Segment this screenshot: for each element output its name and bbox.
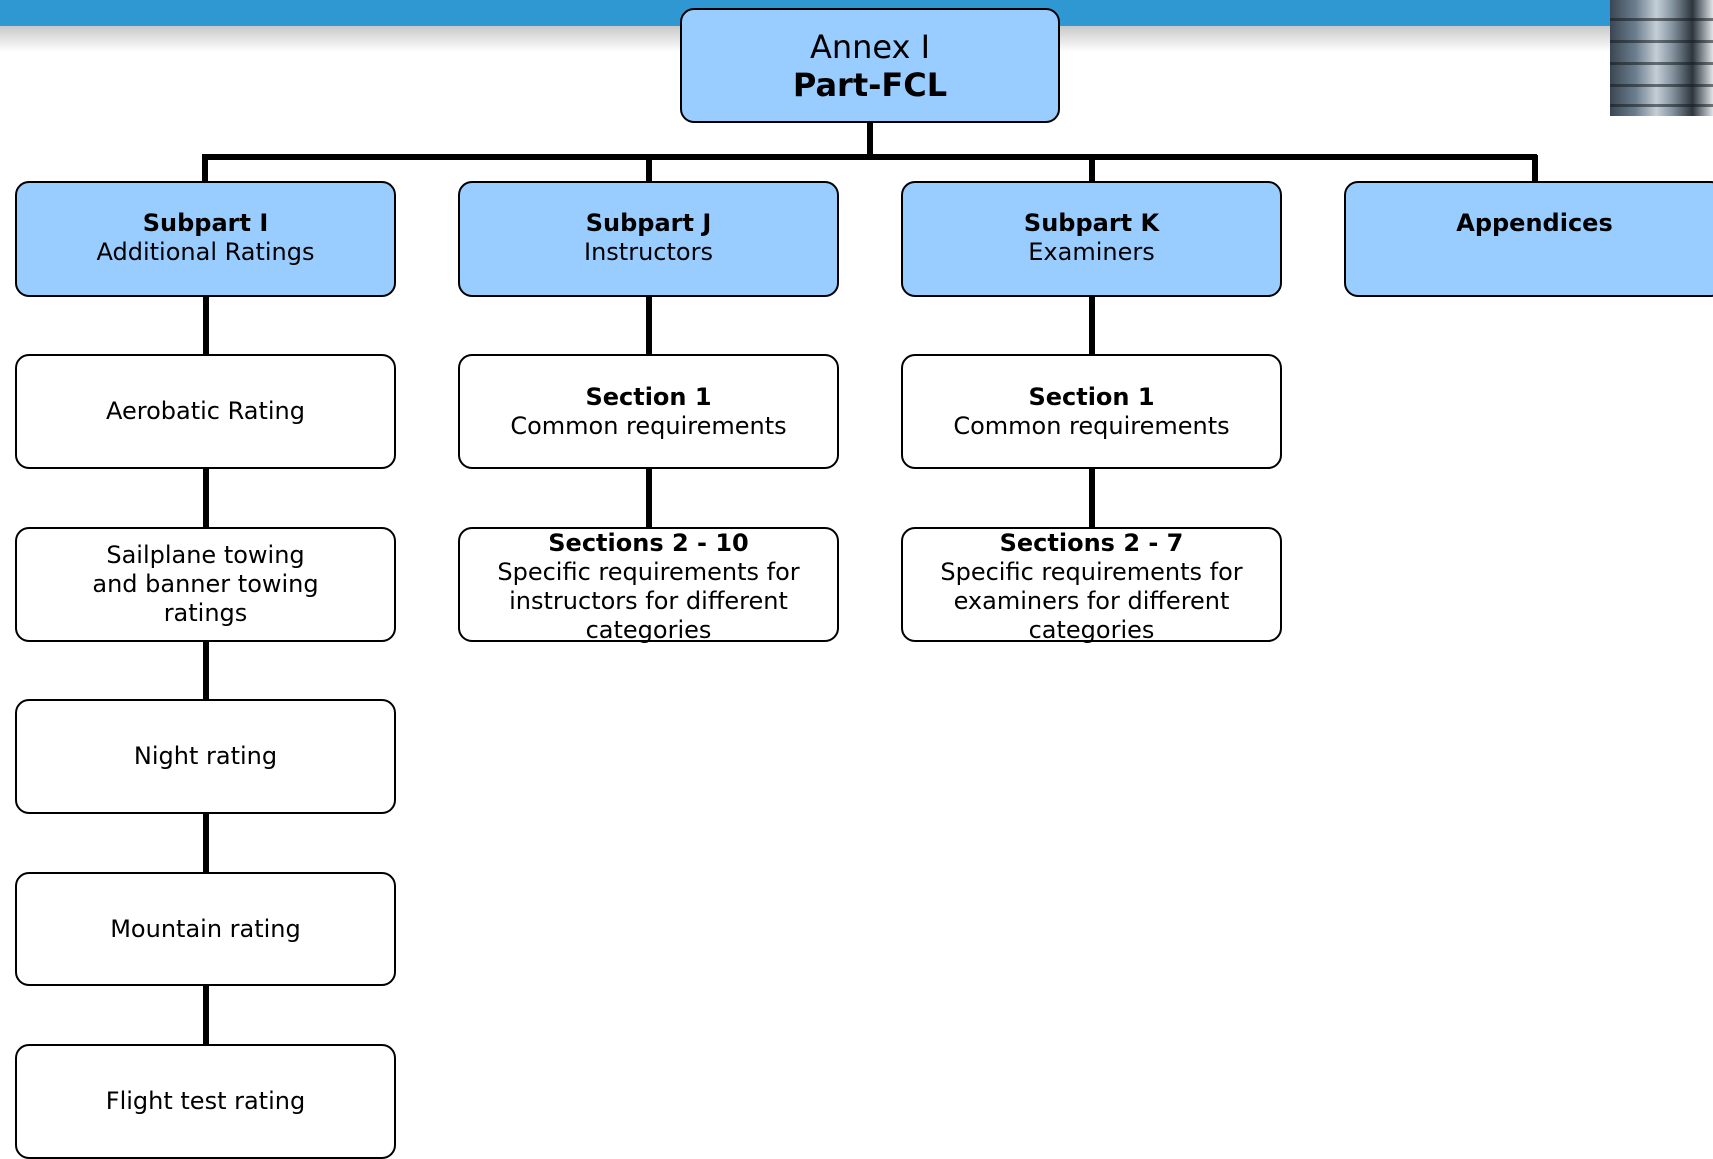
- sailplane-towing-box: Sailplane towing and banner towing ratin…: [15, 527, 396, 642]
- building-photo: [1610, 0, 1713, 116]
- item-label: Sailplane towing and banner towing ratin…: [92, 541, 319, 627]
- night-rating-box: Night rating: [15, 699, 396, 814]
- section-text: Common requirements: [953, 411, 1230, 440]
- subpart-title: Subpart I: [142, 209, 269, 237]
- subpart-i-box: Subpart I Additional Ratings: [15, 181, 396, 297]
- item-label: Aerobatic Rating: [105, 397, 305, 425]
- appendices-box: Appendices: [1344, 181, 1713, 297]
- subpart-subtitle: Additional Ratings: [96, 238, 315, 266]
- item-label: Mountain rating: [110, 914, 301, 943]
- root-line1: Annex I: [809, 27, 931, 66]
- subpart-subtitle: Instructors: [584, 238, 713, 266]
- subpart-title: Subpart J: [585, 209, 712, 237]
- subpart-j-section-1-box: Section 1 Common requirements: [458, 354, 839, 469]
- root-line2: Part-FCL: [792, 65, 948, 104]
- subpart-subtitle: Examiners: [1028, 238, 1155, 266]
- item-label: Flight test rating: [105, 1087, 306, 1115]
- flight-test-rating-box: Flight test rating: [15, 1044, 396, 1159]
- section-text: Common requirements: [510, 411, 787, 440]
- subpart-title: Appendices: [1456, 209, 1613, 237]
- aerobatic-rating-box: Aerobatic Rating: [15, 354, 396, 469]
- section-title: Section 1: [585, 382, 712, 411]
- section-title: Section 1: [1028, 382, 1155, 411]
- subpart-j-box: Subpart J Instructors: [458, 181, 839, 297]
- subpart-k-section-1-box: Section 1 Common requirements: [901, 354, 1282, 469]
- subpart-k-box: Subpart K Examiners: [901, 181, 1282, 297]
- item-label: Night rating: [133, 742, 278, 770]
- subpart-j-sections-2-10-box: Sections 2 - 10 Specific requirements fo…: [458, 527, 839, 644]
- section-title: Sections 2 - 10: [548, 529, 749, 557]
- section-text: Specific requirements for instructors fo…: [497, 558, 800, 644]
- section-title: Sections 2 - 7: [999, 529, 1184, 557]
- root-box-annex-i: Annex I Part-FCL: [680, 8, 1060, 123]
- section-text: Specific requirements for examiners for …: [940, 558, 1243, 644]
- subpart-k-sections-2-7-box: Sections 2 - 7 Specific requirements for…: [901, 527, 1282, 644]
- subpart-title: Subpart K: [1023, 209, 1160, 237]
- mountain-rating-box: Mountain rating: [15, 872, 396, 986]
